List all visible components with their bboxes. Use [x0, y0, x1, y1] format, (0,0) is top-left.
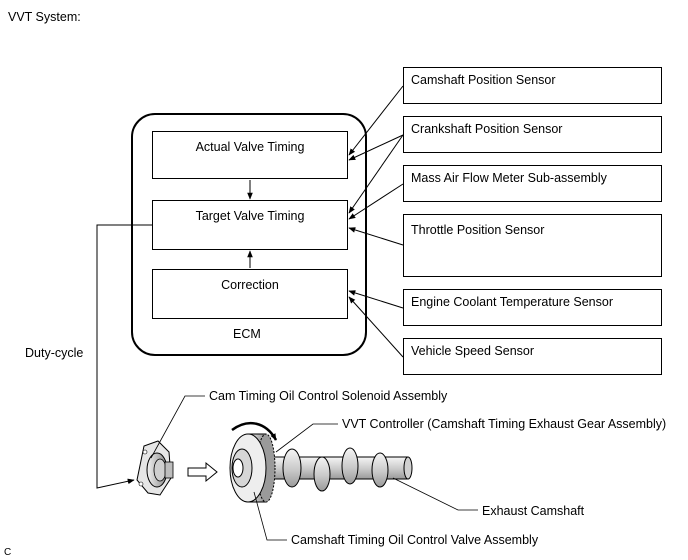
crankshaft-to-target-arrow — [348, 134, 404, 214]
flow-arrow — [187, 461, 218, 483]
vehicle-speed-sensor-label: Vehicle Speed Sensor — [411, 344, 535, 358]
vvt-controller-label: VVT Controller (Camshaft Timing Exhaust … — [342, 417, 667, 431]
vvt-controller-leader — [275, 423, 338, 453]
throttle-arrow — [348, 227, 404, 246]
maf-arrow — [348, 183, 404, 220]
engine-coolant-temp-sensor-label: Engine Coolant Temperature Sensor — [411, 295, 613, 309]
crankshaft-to-actual-arrow — [348, 134, 404, 161]
speed-arrow — [348, 296, 404, 358]
engine-coolant-temp-sensor-box: Engine Coolant Temperature Sensor — [403, 289, 662, 326]
correction-label: Correction — [221, 278, 279, 292]
vehicle-speed-sensor-box: Vehicle Speed Sensor — [403, 338, 662, 375]
crankshaft-position-sensor-label: Crankshaft Position Sensor — [411, 122, 563, 136]
correction-block: Correction — [152, 269, 348, 319]
camshaft-sensor-arrow — [348, 85, 404, 156]
solenoid-leader — [150, 395, 205, 459]
diagram-title: VVT System: — [8, 10, 81, 24]
mass-air-flow-meter-box: Mass Air Flow Meter Sub-assembly — [403, 165, 662, 202]
actual-valve-timing-label: Actual Valve Timing — [195, 140, 305, 154]
coolant-arrow — [348, 290, 404, 309]
throttle-position-sensor-label: Throttle Position Sensor — [411, 223, 545, 237]
corner-code: C — [4, 547, 12, 558]
crankshaft-position-sensor-box: Crankshaft Position Sensor — [403, 116, 662, 153]
target-valve-timing-block: Target Valve Timing — [152, 200, 348, 250]
exhaust-camshaft-label: Exhaust Camshaft — [482, 504, 585, 518]
camshaft-position-sensor-label: Camshaft Position Sensor — [411, 73, 556, 87]
target-valve-timing-label: Target Valve Timing — [195, 209, 305, 223]
duty-cycle-label: Duty-cycle — [25, 346, 84, 360]
ocv-label: Camshaft Timing Oil Control Valve Assemb… — [291, 533, 539, 547]
ecm-label: ECM — [233, 327, 261, 341]
solenoid-label: Cam Timing Oil Control Solenoid Assembly — [209, 389, 448, 403]
throttle-position-sensor-box: Throttle Position Sensor — [403, 214, 662, 277]
exhaust-camshaft-leader — [392, 477, 478, 511]
rotation-arrow — [231, 421, 278, 441]
duty-cycle-line — [96, 224, 152, 489]
actual-valve-timing-block: Actual Valve Timing — [152, 131, 348, 179]
solenoid-illustration — [136, 440, 174, 496]
camshaft-illustration — [229, 421, 413, 503]
mass-air-flow-meter-label: Mass Air Flow Meter Sub-assembly — [411, 171, 607, 185]
ocv-leader — [253, 491, 287, 541]
camshaft-position-sensor-box: Camshaft Position Sensor — [403, 67, 662, 104]
